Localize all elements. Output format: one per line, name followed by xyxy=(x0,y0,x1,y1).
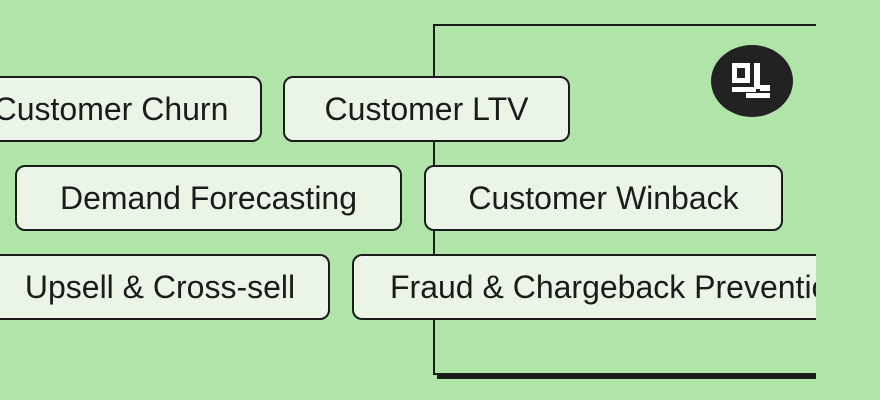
pill-demand-forecasting[interactable]: Demand Forecasting xyxy=(15,165,402,231)
pill-label: Customer Winback xyxy=(468,179,739,216)
brand-logo-icon xyxy=(732,63,770,98)
pill-label: Customer Churn xyxy=(0,90,229,127)
pill-customer-winback[interactable]: Customer Winback xyxy=(424,165,783,231)
right-edge-mask xyxy=(816,0,880,400)
pill-customer-churn[interactable]: Customer Churn xyxy=(0,76,262,142)
pill-fraud-chargeback[interactable]: Fraud & Chargeback Prevention xyxy=(352,254,816,320)
brand-logo xyxy=(711,45,793,117)
pill-label: Customer LTV xyxy=(324,90,529,127)
pill-customer-ltv[interactable]: Customer LTV xyxy=(283,76,570,142)
pill-upsell-cross-sell[interactable]: Upsell & Cross-sell xyxy=(0,254,330,320)
pill-label: Demand Forecasting xyxy=(59,179,358,216)
pill-label: Upsell & Cross-sell xyxy=(24,268,296,305)
pill-label: Fraud & Chargeback Prevention xyxy=(390,268,816,305)
